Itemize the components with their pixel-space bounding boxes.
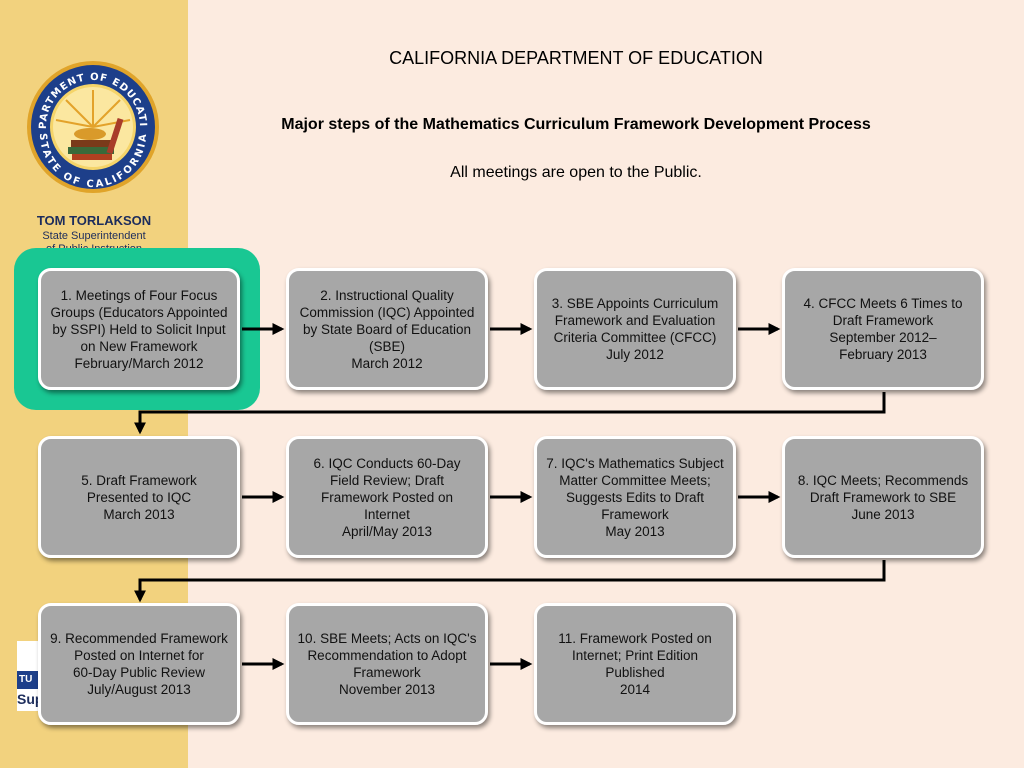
page-subtitle: Major steps of the Mathematics Curriculu…	[281, 116, 871, 133]
step-box-2: 2. Instructional Quality Commission (IQC…	[286, 268, 488, 390]
step-box-1: 1. Meetings of Four Focus Groups (Educat…	[38, 268, 240, 390]
step-box-10: 10. SBE Meets; Acts on IQC's Recommendat…	[286, 603, 488, 725]
step-box-8: 8. IQC Meets; Recommends Draft Framework…	[782, 436, 984, 558]
step-box-7: 7. IQC's Mathematics Subject Matter Comm…	[534, 436, 736, 558]
state-education-seal-icon: DEPARTMENT OF EDUCATION STATE OF CALIFOR…	[26, 60, 159, 193]
step-box-3: 3. SBE Appoints Curriculum Framework and…	[534, 268, 736, 390]
page-title: CALIFORNIA DEPARTMENT OF EDUCATION	[389, 48, 763, 68]
superintendent-name: TOM TORLAKSON	[36, 213, 152, 228]
step-box-6: 6. IQC Conducts 60-Day Field Review; Dra…	[286, 436, 488, 558]
row-2-to-row-3-connector	[134, 560, 886, 603]
row-1-to-row-2-connector	[134, 392, 886, 435]
step-box-4: 4. CFCC Meets 6 Times to Draft Framework…	[782, 268, 984, 390]
public-meetings-note: All meetings are open to the Public.	[450, 164, 702, 181]
logo-text-tu: TU	[17, 671, 41, 689]
superintendent-logo: TU Sup	[17, 641, 41, 711]
step-box-11: 11. Framework Posted on Internet; Print …	[534, 603, 736, 725]
step-box-9: 9. Recommended Framework Posted on Inter…	[38, 603, 240, 725]
superintendent-title: State Superintendent	[42, 230, 146, 242]
logo-text-sup: Sup	[17, 691, 41, 707]
step-box-5: 5. Draft Framework Presented to IQC Marc…	[38, 436, 240, 558]
